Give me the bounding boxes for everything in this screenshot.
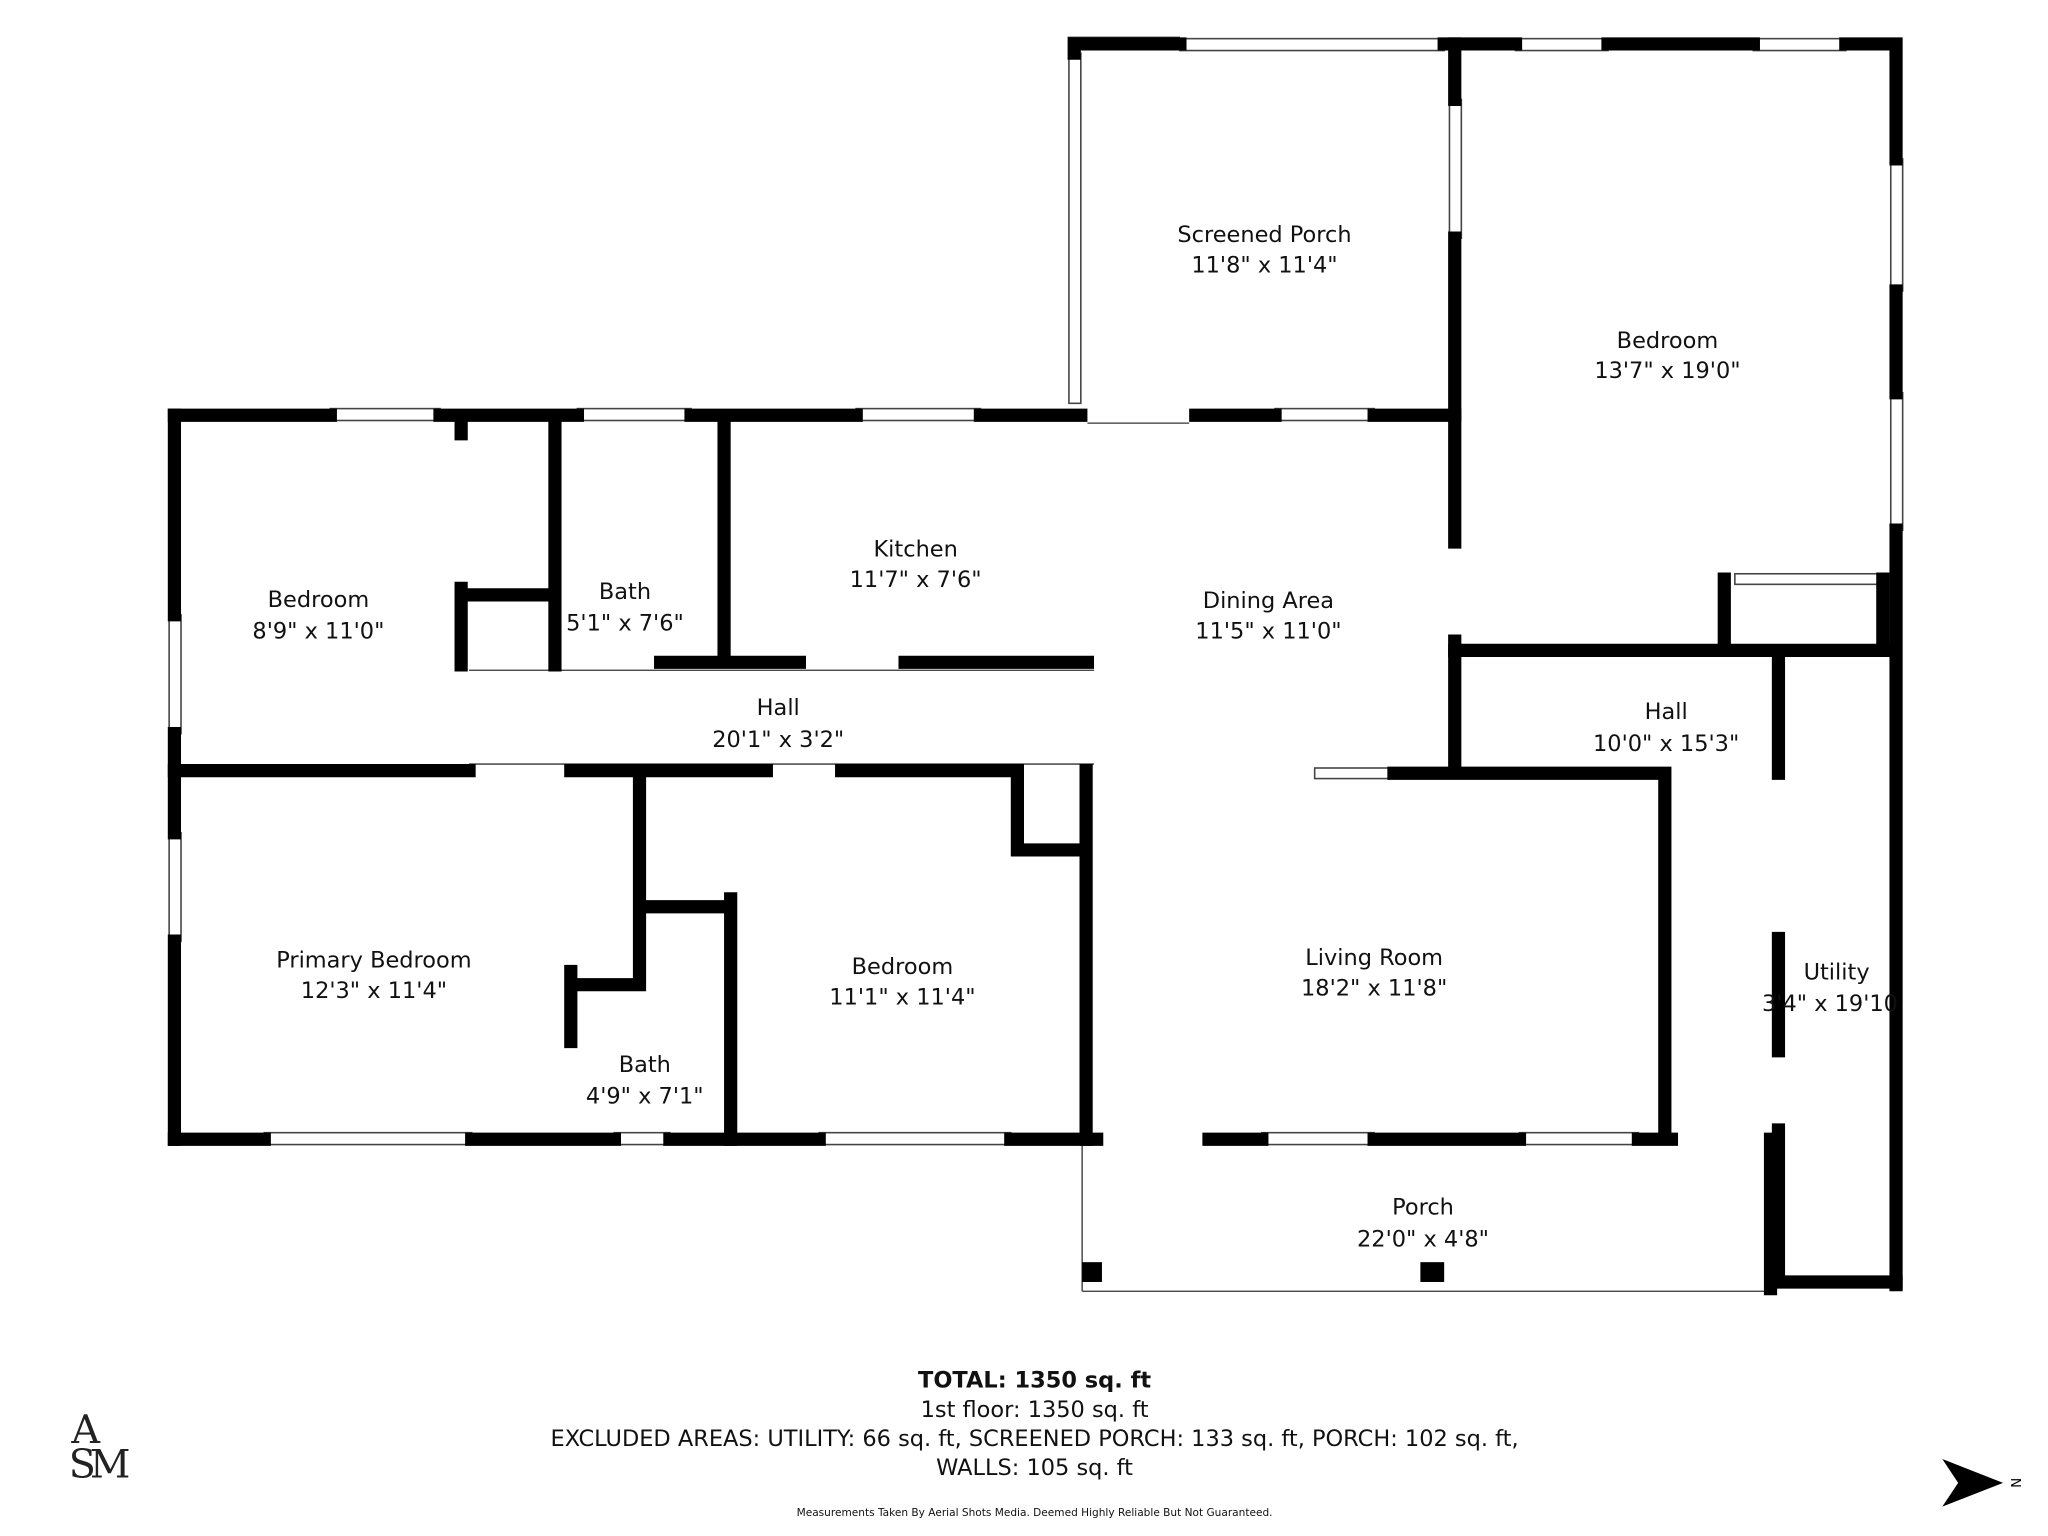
floor-area: 1st floor: 1350 sq. ft xyxy=(921,1397,1149,1423)
room-name: Dining Area xyxy=(1203,588,1334,614)
north-arrow-icon: N xyxy=(1942,1459,2022,1507)
room-name: Bedroom xyxy=(268,587,370,613)
room-dims: 11'5" x 11'0" xyxy=(1195,619,1341,645)
room-name: Bedroom xyxy=(852,954,954,980)
room-name: Living Room xyxy=(1305,945,1443,971)
room-name: Kitchen xyxy=(873,537,957,563)
room-dims: 12'3" x 11'4" xyxy=(301,978,447,1004)
room-labels: Screened Porch 11'8" x 11'4" Bedroom 13'… xyxy=(252,222,1898,1252)
room-name: Bath xyxy=(599,579,651,605)
room-dims: 10'0" x 15'3" xyxy=(1593,731,1739,757)
walls-area: WALLS: 105 sq. ft xyxy=(936,1455,1133,1481)
disclaimer: Measurements Taken By Aerial Shots Media… xyxy=(797,1507,1273,1519)
room-name: Bedroom xyxy=(1617,328,1719,354)
room-name: Hall xyxy=(1645,699,1688,725)
room-dims: 11'7" x 7'6" xyxy=(850,567,982,593)
post xyxy=(1420,1262,1445,1282)
summary: TOTAL: 1350 sq. ft 1st floor: 1350 sq. f… xyxy=(551,1368,1519,1519)
room-name: Bath xyxy=(619,1052,671,1078)
room-dims: 8'9" x 11'0" xyxy=(252,619,384,645)
north-label: N xyxy=(2007,1478,2022,1488)
room-dims: 18'2" x 11'8" xyxy=(1301,975,1447,1001)
room-dims: 4'9" x 7'1" xyxy=(586,1084,704,1110)
excluded-areas: EXCLUDED AREAS: UTILITY: 66 sq. ft, SCRE… xyxy=(551,1426,1519,1452)
room-dims: 20'1" x 3'2" xyxy=(712,727,844,753)
room-name: Primary Bedroom xyxy=(276,948,471,974)
room-name: Hall xyxy=(757,695,800,721)
room-dims: 3'4" x 19'10 xyxy=(1762,991,1898,1017)
svg-text:S: S xyxy=(69,1442,96,1488)
room-dims: 11'8" x 11'4" xyxy=(1191,253,1337,279)
room-name: Porch xyxy=(1392,1195,1454,1221)
room-dims: 13'7" x 19'0" xyxy=(1594,358,1740,384)
svg-text:M: M xyxy=(90,1442,131,1488)
walls xyxy=(167,37,1903,1296)
post xyxy=(1082,1262,1102,1282)
room-name: Utility xyxy=(1804,959,1870,985)
room-name: Screened Porch xyxy=(1177,222,1351,248)
room-dims: 5'1" x 7'6" xyxy=(566,611,684,637)
room-dims: 11'1" x 11'4" xyxy=(829,985,975,1011)
svg-text:A: A xyxy=(70,1407,100,1453)
room-dims: 22'0" x 4'8" xyxy=(1357,1226,1489,1252)
logo: A S M xyxy=(69,1407,131,1487)
total-area: TOTAL: 1350 sq. ft xyxy=(918,1368,1151,1394)
